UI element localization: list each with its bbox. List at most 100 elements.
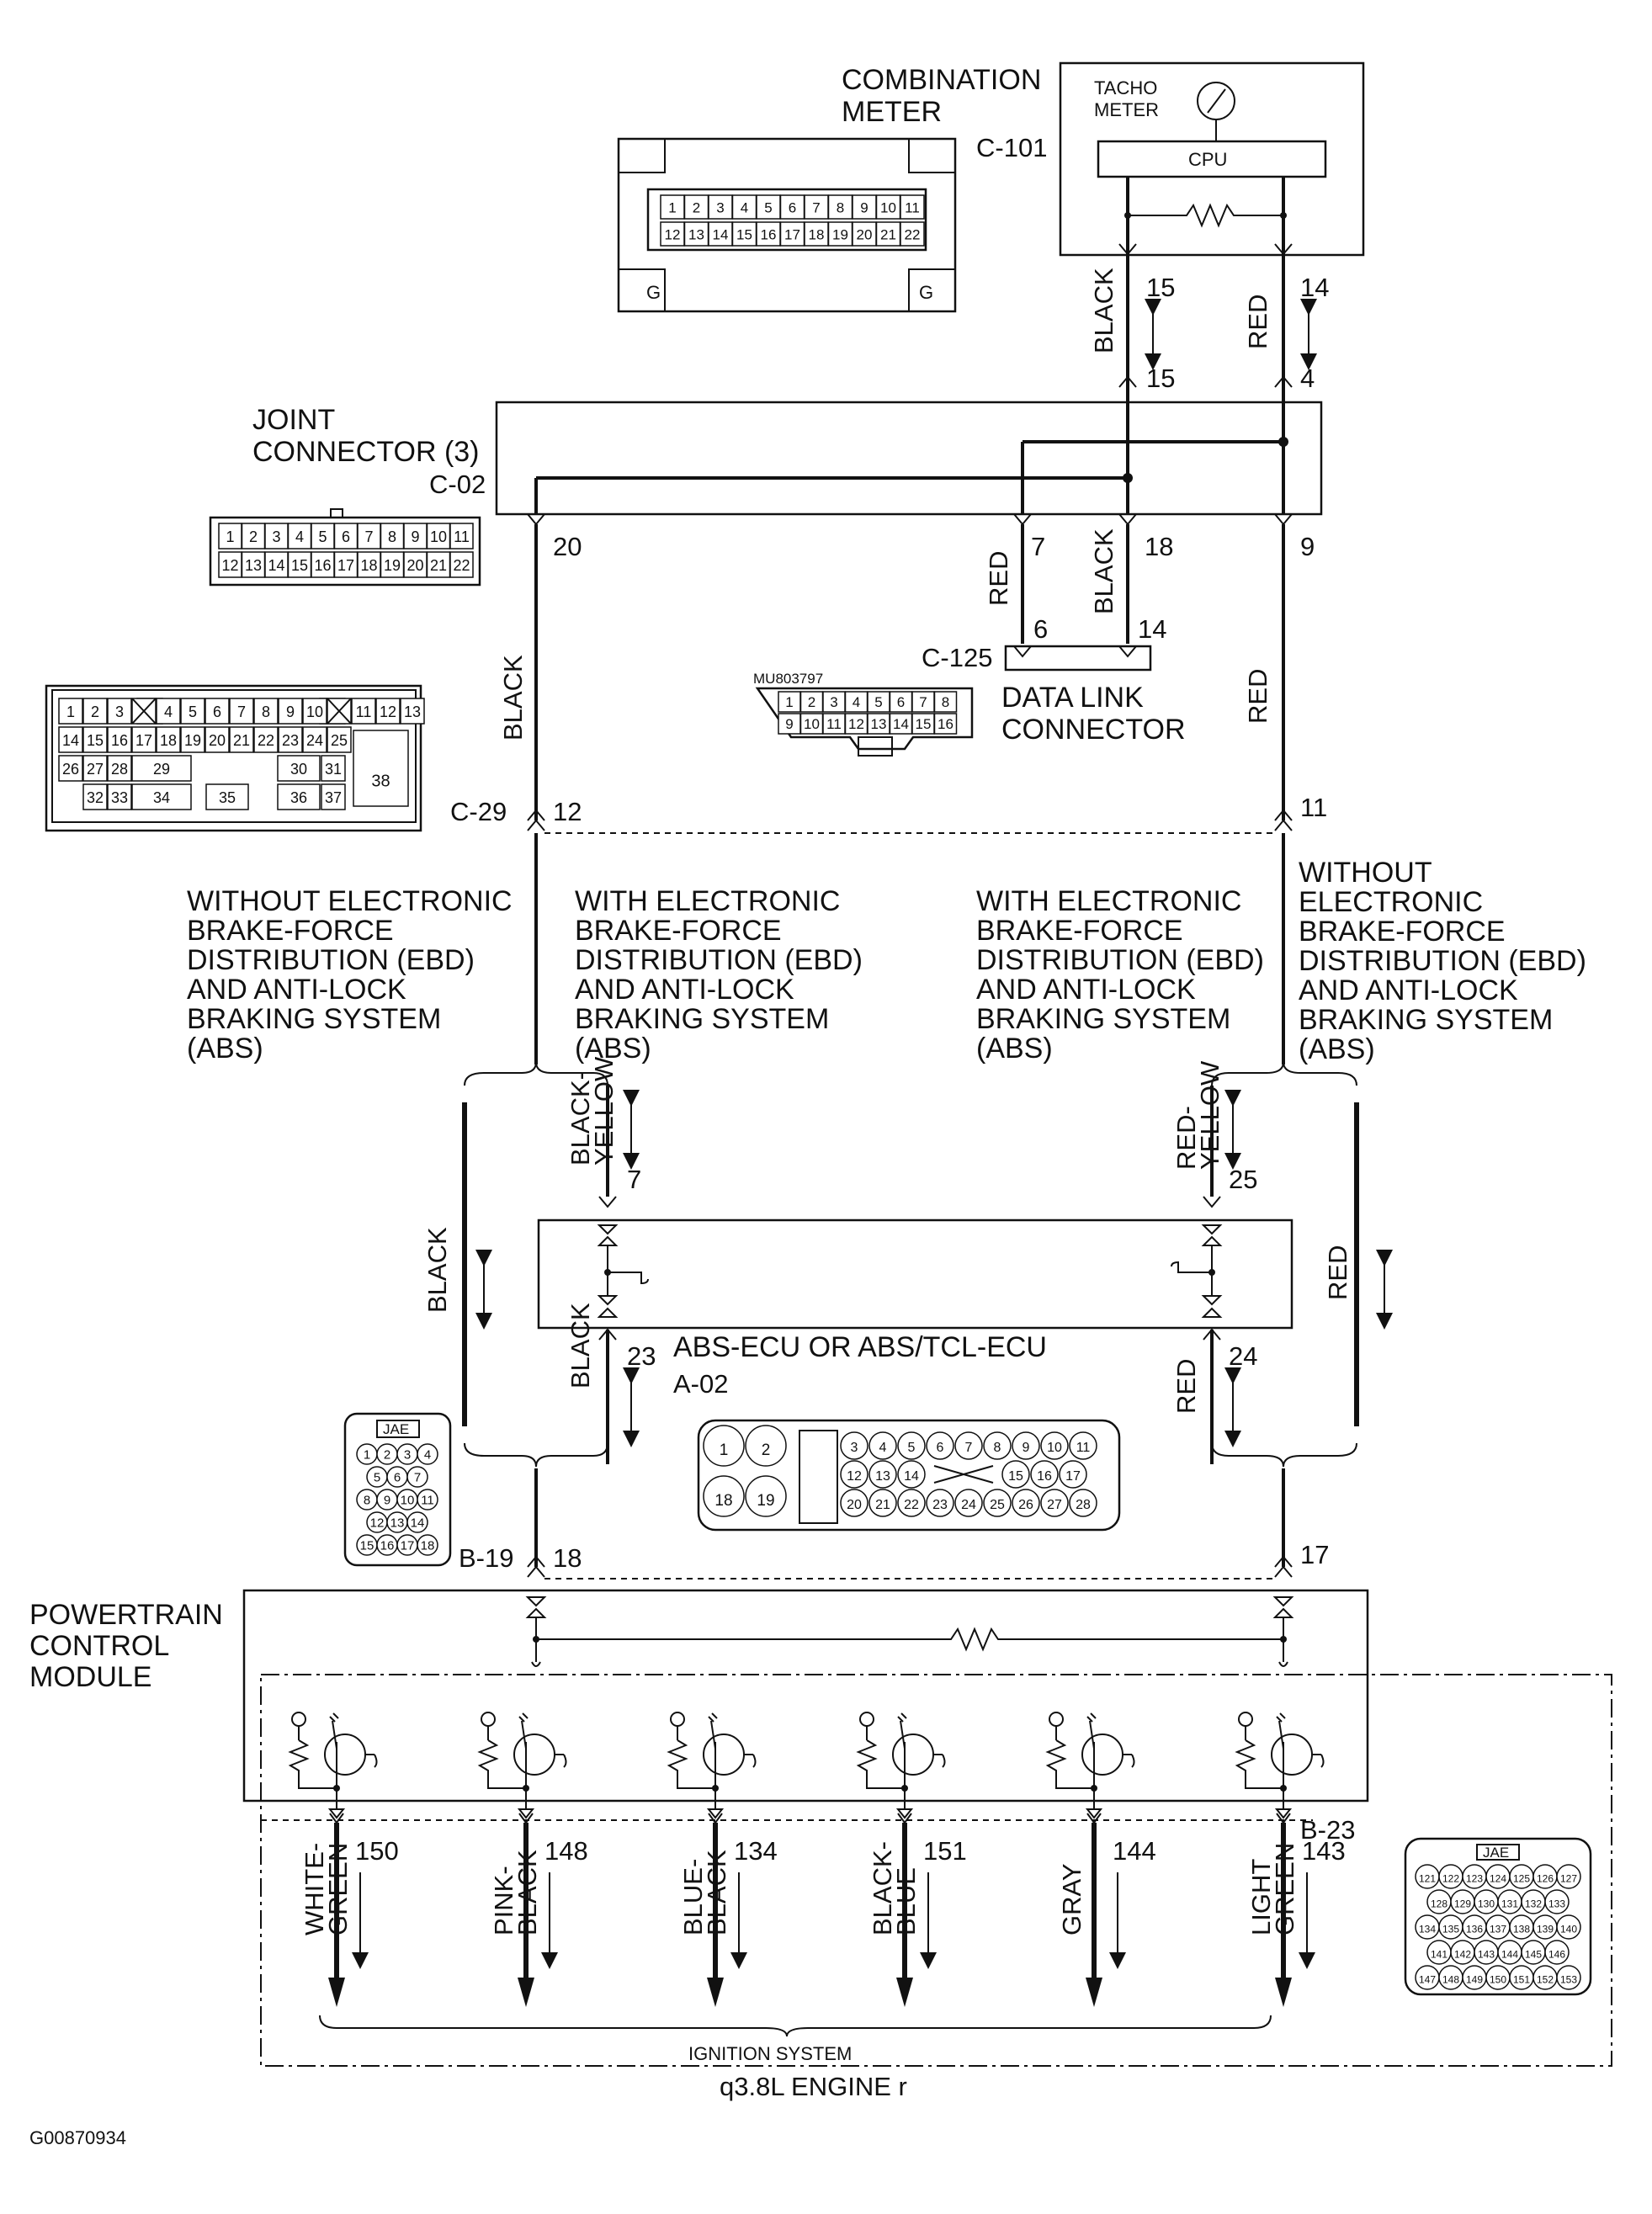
c29-pin-12: 12 (553, 797, 582, 826)
svg-text:15: 15 (736, 227, 752, 243)
c101-ground-left: G (646, 282, 661, 303)
svg-text:1: 1 (720, 1441, 729, 1459)
svg-text:15: 15 (87, 732, 104, 749)
b19-pin-13: 13 (386, 1511, 408, 1533)
svg-text:25: 25 (990, 1498, 1005, 1512)
svg-text:20: 20 (406, 557, 423, 574)
svg-text:24: 24 (306, 732, 323, 749)
c101-pin-5: 5 (756, 194, 781, 220)
svg-text:3: 3 (115, 703, 124, 720)
ignition-color-151-1: BLACK- (868, 1841, 897, 1935)
c29-pin-27: 27 (82, 755, 108, 782)
b23-pin-128: 128 (1426, 1889, 1452, 1914)
b19-pin-11: 11 (417, 1489, 438, 1511)
dlc-pin-14: 14 (889, 713, 913, 735)
b19-pin-5: 5 (366, 1466, 388, 1488)
c101-pin-15: 15 (731, 221, 757, 247)
jc-pin-7: 7 (1031, 532, 1045, 561)
svg-text:20: 20 (209, 732, 226, 749)
svg-text:11: 11 (356, 703, 372, 720)
svg-text:9: 9 (411, 528, 419, 545)
svg-text:4: 4 (879, 1441, 887, 1455)
dlc-pin-16: 16 (933, 713, 958, 735)
bypass-left-color: BLACK (422, 1227, 452, 1313)
svg-text:10: 10 (430, 528, 447, 545)
svg-text:1: 1 (66, 703, 75, 720)
dlc-label-1: DATA LINK (1001, 682, 1144, 714)
c29-pin-3: 3 (107, 698, 132, 725)
dlc-pin-1: 1 (778, 691, 801, 713)
c101-ground-right: G (919, 282, 933, 303)
with-ebd-left-line-4: AND ANTI-LOCK (575, 974, 794, 1006)
svg-text:10: 10 (306, 703, 323, 720)
dlc-pin-4: 4 (844, 691, 868, 713)
ignition-driver-transistors (288, 1712, 1325, 1819)
svg-text:136: 136 (1466, 1923, 1483, 1935)
c29-pin-11: 11 (1300, 793, 1327, 822)
c02-pin-16: 16 (311, 551, 335, 578)
svg-text:4: 4 (424, 1447, 431, 1462)
svg-text:132: 132 (1525, 1898, 1542, 1909)
svg-text:14: 14 (268, 557, 284, 574)
with-ebd-right-line-2: BRAKE-FORCE (976, 915, 1183, 947)
c29-pin-31: 31 (321, 755, 346, 782)
svg-text:8: 8 (262, 703, 270, 720)
dlc-pin-6: 6 (889, 691, 913, 713)
without-ebd-right-line-3: BRAKE-FORCE (1299, 916, 1506, 948)
b19-pin-15: 15 (356, 1534, 378, 1556)
svg-text:8: 8 (364, 1493, 370, 1507)
a02-pin-25: 25 (983, 1489, 1012, 1517)
dlc-pin-7: 7 (911, 691, 935, 713)
svg-text:6: 6 (213, 703, 221, 720)
b19-pin-9: 9 (376, 1489, 398, 1511)
svg-text:122: 122 (1442, 1872, 1459, 1884)
with-ebd-right-line-3: DISTRIBUTION (EBD) (976, 944, 1264, 976)
abs-left-in-pin: 7 (627, 1165, 641, 1194)
b19-pin-14: 14 (406, 1511, 428, 1533)
without-ebd-right-line-2: ELECTRONIC (1299, 886, 1483, 918)
ignition-color-150-2: GREEN (323, 1843, 353, 1935)
dlc-label-2: CONNECTOR (1001, 714, 1186, 746)
with-ebd-left-line-2: BRAKE-FORCE (575, 915, 782, 947)
svg-text:18: 18 (360, 557, 377, 574)
ignition-pin-144: 144 (1113, 1836, 1156, 1866)
svg-text:124: 124 (1490, 1872, 1506, 1884)
svg-text:21: 21 (233, 732, 250, 749)
ignition-color-148-2: BLACK (513, 1850, 542, 1935)
svg-text:146: 146 (1548, 1948, 1565, 1960)
b23-pin-149: 149 (1462, 1965, 1487, 1990)
svg-text:24: 24 (961, 1498, 976, 1512)
driver-transistor-3 (667, 1712, 757, 1819)
svg-text:12: 12 (848, 716, 864, 732)
svg-text:15: 15 (916, 716, 932, 732)
connector-c29-label: C-29 (450, 797, 507, 826)
b23-pin-138: 138 (1509, 1914, 1534, 1940)
engine-label: q3.8L ENGINE r (720, 2072, 907, 2101)
meter-wire-left-pin-bottom: 15 (1146, 364, 1175, 393)
c02-pin-10: 10 (426, 523, 451, 550)
combination-meter-box (1059, 61, 1365, 257)
svg-text:7: 7 (364, 528, 373, 545)
c101-pin-9: 9 (852, 194, 877, 220)
svg-text:123: 123 (1466, 1872, 1483, 1884)
svg-text:16: 16 (380, 1538, 395, 1553)
a02-pin-22: 22 (897, 1489, 926, 1517)
c29-pin-29: 29 (131, 755, 192, 782)
c101-pin-18: 18 (804, 221, 829, 247)
dlc-wire-red: RED (984, 551, 1013, 606)
a02-pin-8: 8 (983, 1431, 1012, 1460)
svg-text:4: 4 (164, 703, 173, 720)
svg-text:19: 19 (757, 1492, 774, 1510)
b23-pin-133: 133 (1544, 1889, 1570, 1914)
svg-text:11: 11 (454, 528, 470, 545)
svg-text:19: 19 (832, 227, 848, 243)
c101-pin-10: 10 (875, 194, 901, 220)
svg-text:130: 130 (1478, 1898, 1495, 1909)
c101-pin-11: 11 (900, 194, 925, 220)
branch-labels: WITHOUT ELECTRONICBRAKE-FORCEDISTRIBUTIO… (187, 857, 1586, 1065)
a02-pin-27: 27 (1040, 1489, 1069, 1517)
svg-text:11: 11 (1076, 1441, 1091, 1455)
